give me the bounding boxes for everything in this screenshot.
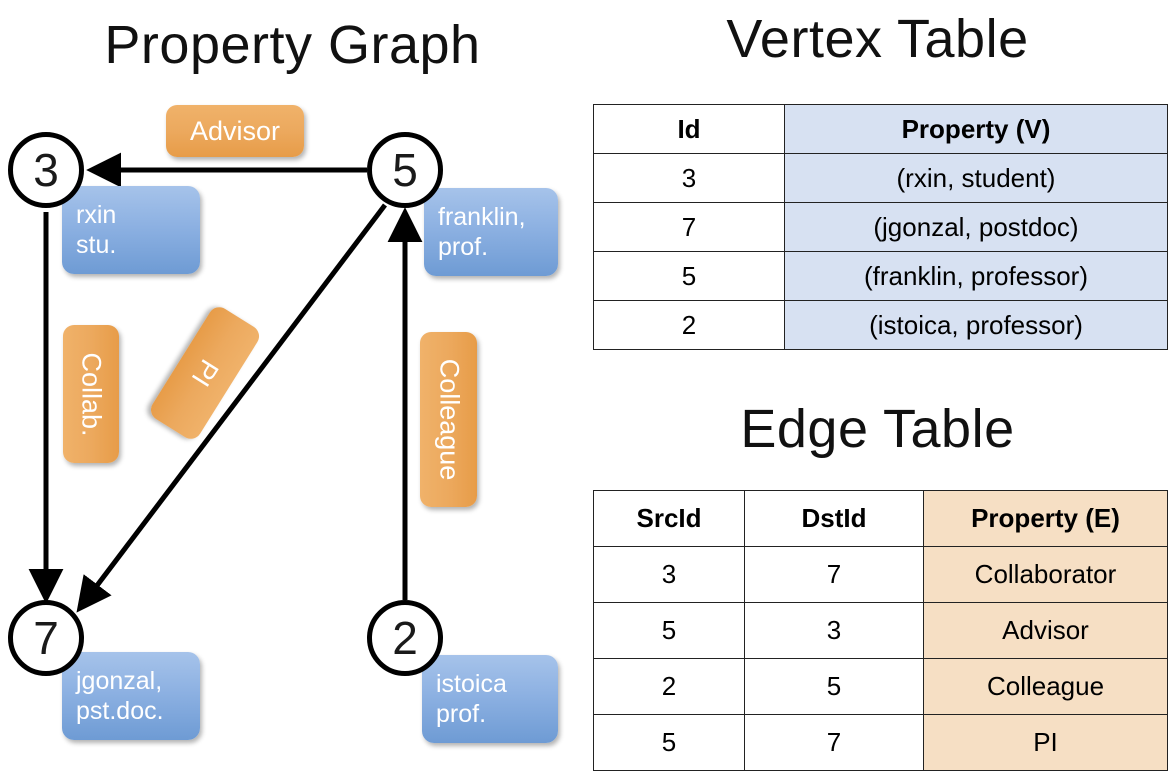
graph-node-3-label: 3 [33,144,59,196]
vertex-row-2-id: 5 [593,251,785,301]
vertex-row-3-property: (istoica, professor) [784,300,1168,350]
vertex-property-box-7-line2: pst.doc. [76,697,164,725]
edge-table-header-dstid: DstId [744,490,924,547]
edge-row-3-property: PI [923,714,1168,771]
edge-label-advisor: Advisor [166,105,304,157]
vertex-property-box-2: istoica prof. [422,655,558,743]
table-row: 7 (jgonzal, postdoc) [593,202,1168,252]
graph-node-3: 3 [8,132,84,208]
edge-row-0-property: Collaborator [923,546,1168,603]
vertex-row-2-property: (franklin, professor) [784,251,1168,301]
edge-label-collab: Collab. [63,325,119,463]
vertex-property-box-2-line2: prof. [436,700,487,728]
edge-row-0-dst: 7 [744,546,924,603]
edge-row-2-src: 2 [593,658,745,715]
graph-node-7: 7 [8,600,84,676]
vertex-property-box-7-line1: jgonzal, [76,666,163,695]
table-row: 5 7 PI [593,714,1168,771]
graph-node-5-label: 5 [392,144,418,196]
vertex-row-0-property: (rxin, student) [784,153,1168,203]
vertex-property-box-5: franklin, prof. [424,188,558,276]
graph-node-2: 2 [367,600,443,676]
vertex-table-header-row: Id Property (V) [593,104,1168,154]
vertex-table: Id Property (V) 3 (rxin, student) 7 (jgo… [593,104,1168,350]
graph-node-2-label: 2 [392,612,418,664]
vertex-row-0-id: 3 [593,153,785,203]
edge-row-3-dst: 7 [744,714,924,771]
vertex-property-box-5-line2: prof. [438,233,489,261]
edge-label-collab-text: Collab. [76,351,107,437]
page-title-property-graph: Property Graph [104,15,481,75]
table-row: 3 7 Collaborator [593,546,1168,603]
table-row: 2 5 Colleague [593,658,1168,715]
edge-row-2-dst: 5 [744,658,924,715]
vertex-row-3-id: 2 [593,300,785,350]
edge-row-1-src: 5 [593,602,745,659]
vertex-row-1-property: (jgonzal, postdoc) [784,202,1168,252]
edge-row-0-src: 3 [593,546,745,603]
vertex-property-box-3: rxin stu. [62,186,200,274]
page-title-vertex-table: Vertex Table [726,9,1029,69]
vertex-table-header-property: Property (V) [784,104,1168,154]
table-row: 3 (rxin, student) [593,153,1168,203]
edge-label-advisor-text: Advisor [189,115,281,146]
edge-label-colleague-text: Colleague [434,358,464,481]
graph-node-7-label: 7 [33,612,59,664]
graph-node-5: 5 [367,132,443,208]
vertex-table-header-id: Id [593,104,785,154]
edge-label-pi-text: PI [185,354,225,393]
table-row: 5 (franklin, professor) [593,251,1168,301]
table-row: 2 (istoica, professor) [593,300,1168,350]
vertex-property-box-7: jgonzal, pst.doc. [62,652,200,740]
page-title-edge-table: Edge Table [740,399,1015,459]
vertex-row-1-id: 7 [593,202,785,252]
vertex-property-box-2-line1: istoica [436,669,507,698]
edge-table-header-property: Property (E) [923,490,1168,547]
table-row: 5 3 Advisor [593,602,1168,659]
graph-edges-svg [28,152,423,613]
edge-table-header-row: SrcId DstId Property (E) [593,490,1168,547]
edge-row-2-property: Colleague [923,658,1168,715]
vertex-property-box-3-line2: stu. [76,231,117,259]
edge-table-header-srcid: SrcId [593,490,745,547]
vertex-property-box-3-line1: rxin [76,200,117,229]
edge-label-colleague: Colleague [420,332,477,507]
edge-row-1-dst: 3 [744,602,924,659]
edge-row-1-property: Advisor [923,602,1168,659]
vertex-property-box-5-line1: franklin, [438,202,526,231]
edge-table: SrcId DstId Property (E) 3 7 Collaborato… [593,490,1168,771]
edge-pi-5-to-7 [76,203,387,613]
edge-row-3-src: 5 [593,714,745,771]
